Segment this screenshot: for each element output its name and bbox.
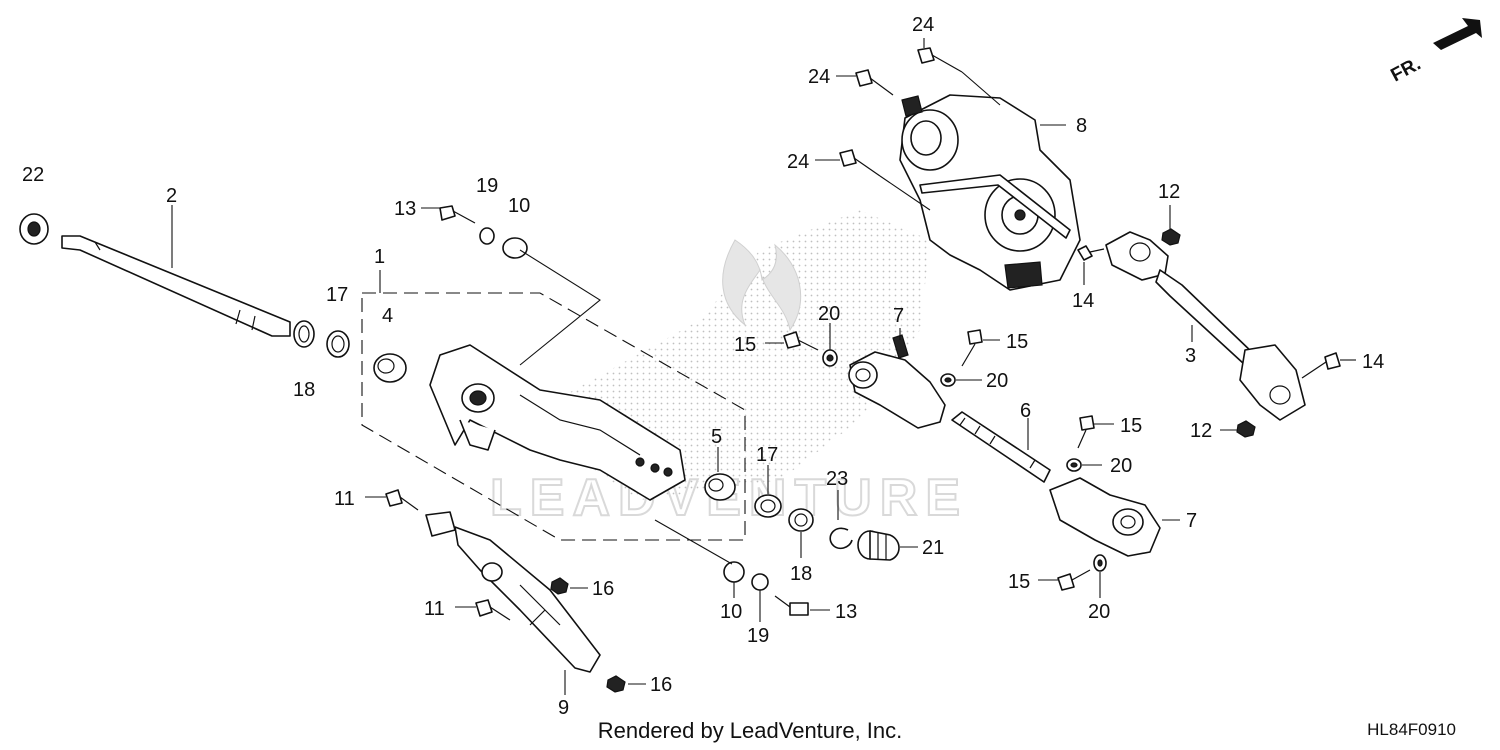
callout-9: 9 bbox=[558, 697, 569, 719]
callout-6: 6 bbox=[1020, 400, 1031, 422]
part-12-nut-lower bbox=[1220, 420, 1256, 438]
callout-20-d: 20 bbox=[1088, 601, 1110, 623]
part-20-washer-a bbox=[822, 323, 838, 367]
callout-1: 1 bbox=[374, 246, 385, 268]
callout-12-upper: 12 bbox=[1158, 181, 1180, 203]
part-20-washer-b bbox=[940, 373, 982, 387]
part-23-snap-ring bbox=[829, 490, 853, 550]
part-19-washer-upper bbox=[479, 227, 495, 245]
part-7-joint-upper bbox=[848, 328, 946, 429]
part-18-seal-lower bbox=[788, 508, 814, 558]
callout-20-b: 20 bbox=[986, 370, 1008, 392]
callout-10-lower: 10 bbox=[720, 601, 742, 623]
part-22-washer bbox=[19, 213, 49, 245]
callout-16-upper: 16 bbox=[592, 578, 614, 600]
part-1-column-housing bbox=[429, 344, 686, 501]
callout-15-a: 15 bbox=[734, 334, 756, 356]
callout-20-c: 20 bbox=[1110, 455, 1132, 477]
part-8-eps-unit bbox=[899, 94, 1081, 291]
callout-24-middle: 24 bbox=[808, 66, 830, 88]
callout-19-lower: 19 bbox=[747, 625, 769, 647]
callout-14-upper: 14 bbox=[1072, 290, 1094, 312]
part-16-nut-lower bbox=[606, 675, 646, 693]
part-6-intermediate-shaft bbox=[951, 411, 1051, 483]
callout-19-upper: 19 bbox=[476, 175, 498, 197]
callout-15-b: 15 bbox=[1006, 331, 1028, 353]
part-10-collar-lower bbox=[654, 519, 745, 598]
callout-5: 5 bbox=[711, 426, 722, 448]
callout-21: 21 bbox=[922, 537, 944, 559]
callout-8: 8 bbox=[1076, 115, 1087, 137]
part-11-bolt-upper bbox=[365, 489, 419, 511]
callout-13-lower: 13 bbox=[835, 601, 857, 623]
callout-20-a: 20 bbox=[818, 303, 840, 325]
footer-credit: Rendered by LeadVenture, Inc. bbox=[597, 718, 903, 743]
assembly-1-outline bbox=[361, 270, 746, 541]
part-9-steering-damper bbox=[425, 511, 601, 695]
front-arrow-icon bbox=[1433, 18, 1482, 50]
part-13-bolt-lower bbox=[774, 595, 830, 616]
callout-labels: 24 24 24 8 22 2 13 19 10 1 17 4 18 20 15… bbox=[22, 14, 1384, 719]
part-5-bushing bbox=[704, 447, 736, 501]
callout-17-lower: 17 bbox=[756, 444, 778, 466]
part-24-bolt-top bbox=[917, 38, 1001, 106]
part-21-boot bbox=[857, 530, 918, 561]
part-14-bolt-upper bbox=[1077, 245, 1105, 285]
part-24-bolt-lower bbox=[815, 149, 931, 211]
callout-10-upper: 10 bbox=[508, 195, 530, 217]
callout-4: 4 bbox=[382, 305, 393, 327]
part-4-bushing bbox=[373, 353, 407, 383]
part-15-bolt-d bbox=[1038, 569, 1091, 591]
part-13-bolt-upper bbox=[421, 205, 476, 224]
callout-18-lower: 18 bbox=[790, 563, 812, 585]
diagram-code: HL84F0910 bbox=[1367, 720, 1456, 739]
callout-15-d: 15 bbox=[1008, 571, 1030, 593]
part-19-washer-lower bbox=[751, 573, 769, 622]
callout-23: 23 bbox=[826, 468, 848, 490]
part-14-bolt-lower bbox=[1301, 352, 1356, 379]
part-12-nut-upper bbox=[1161, 205, 1181, 246]
front-label: FR. bbox=[1387, 54, 1424, 87]
part-15-bolt-c bbox=[1077, 415, 1114, 449]
part-20-washer-d bbox=[1093, 554, 1107, 598]
callout-13-upper: 13 bbox=[394, 198, 416, 220]
callout-2: 2 bbox=[166, 185, 177, 207]
part-17-seal-lower bbox=[754, 465, 782, 518]
part-15-bolt-a bbox=[765, 331, 819, 351]
callout-7-upper: 7 bbox=[893, 305, 904, 327]
part-18-seal bbox=[293, 320, 315, 348]
callout-16-lower: 16 bbox=[650, 674, 672, 696]
part-17-seal bbox=[326, 330, 350, 358]
callout-18-upper: 18 bbox=[293, 379, 315, 401]
callout-7-lower: 7 bbox=[1186, 510, 1197, 532]
part-2-steering-shaft bbox=[61, 205, 291, 337]
watermark-flame-icon bbox=[722, 239, 802, 332]
callout-24-top: 24 bbox=[912, 14, 934, 36]
part-15-bolt-b bbox=[961, 329, 1000, 367]
front-direction-indicator: FR. bbox=[1387, 18, 1482, 86]
callout-17-upper: 17 bbox=[326, 284, 348, 306]
callout-11-lower: 11 bbox=[424, 598, 445, 620]
callout-22: 22 bbox=[22, 164, 44, 186]
part-3-lower-shaft bbox=[1105, 231, 1306, 421]
callout-11-upper: 11 bbox=[334, 488, 355, 510]
part-10-collar-upper bbox=[502, 237, 601, 366]
part-24-bolt-middle bbox=[836, 69, 894, 96]
callout-14-lower: 14 bbox=[1362, 351, 1384, 373]
part-7-joint-lower bbox=[1049, 477, 1180, 557]
callout-15-c: 15 bbox=[1120, 415, 1142, 437]
callout-12-lower: 12 bbox=[1190, 420, 1212, 442]
callout-3: 3 bbox=[1185, 345, 1196, 367]
part-20-washer-c bbox=[1066, 458, 1102, 472]
part-11-bolt-lower bbox=[455, 599, 511, 621]
part-16-nut-upper bbox=[550, 577, 588, 595]
callout-24-lower: 24 bbox=[787, 151, 809, 173]
